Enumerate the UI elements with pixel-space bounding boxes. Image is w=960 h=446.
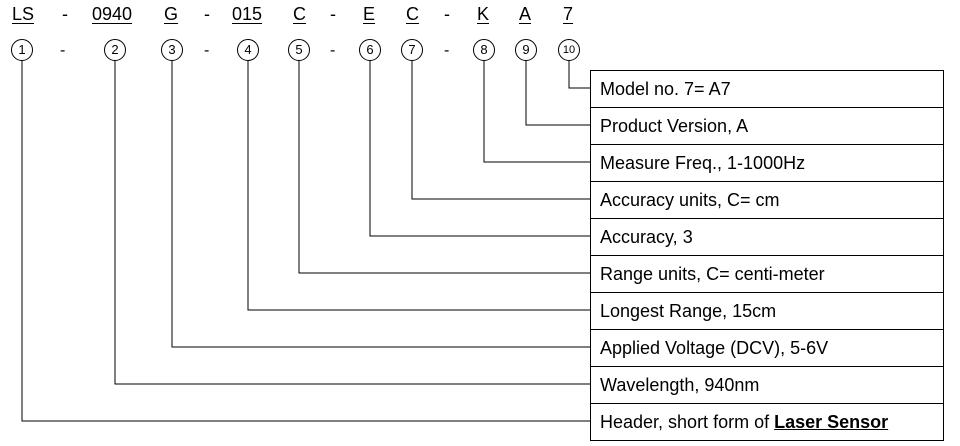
description-row-model: Model no. 7= A7: [590, 70, 944, 108]
code-segment-accuracy: E: [363, 4, 376, 24]
leader-line-6: [369, 61, 590, 237]
code-separator: -: [444, 4, 450, 24]
leader-line-10: [568, 61, 590, 89]
number-separator: -: [444, 42, 450, 59]
position-number: 5: [288, 39, 310, 61]
code-separator: -: [204, 4, 210, 24]
description-row-wavelength: Wavelength, 940nm: [590, 366, 944, 404]
code-segment-model: 7: [563, 4, 574, 24]
leader-line-5: [298, 61, 590, 274]
position-number: 9: [515, 39, 537, 61]
description-table: Model no. 7= A7 Product Version, A Measu…: [590, 70, 944, 441]
code-separator: -: [62, 4, 68, 24]
description-text: Accuracy units, C= cm: [600, 189, 780, 210]
leader-line-8: [483, 61, 590, 163]
description-text: Measure Freq., 1-1000Hz: [600, 152, 806, 173]
description-row-version: Product Version, A: [590, 107, 944, 145]
leader-line-1: [21, 61, 590, 422]
description-row-header: Header, short form of Laser Sensor: [590, 403, 944, 441]
description-row-voltage: Applied Voltage (DCV), 5-6V: [590, 329, 944, 367]
position-number: 2: [104, 39, 126, 61]
description-text: Applied Voltage (DCV), 5-6V: [600, 337, 829, 358]
description-text: Model no. 7= A7: [600, 78, 731, 99]
description-row-accuracy-units: Accuracy units, C= cm: [590, 181, 944, 219]
description-text: Wavelength, 940nm: [600, 374, 760, 395]
description-text: Accuracy, 3: [600, 226, 693, 247]
description-prefix: Header, short form of: [600, 411, 775, 432]
leader-line-4: [247, 61, 590, 311]
leader-line-2: [114, 61, 590, 385]
description-text: Product Version, A: [600, 115, 749, 136]
code-segment-version: A: [519, 4, 532, 24]
leader-line-3: [171, 61, 590, 348]
code-segment-ls: LS: [12, 4, 35, 24]
code-segment-range-units: C: [293, 4, 306, 24]
description-emphasis: Laser Sensor: [774, 411, 889, 432]
leader-line-7: [411, 61, 590, 200]
position-number: 3: [161, 39, 183, 61]
number-separator: -: [204, 42, 210, 59]
code-segment-freq: K: [477, 4, 490, 24]
description-row-accuracy: Accuracy, 3: [590, 218, 944, 256]
description-text: Header, short form of Laser Sensor: [591, 404, 944, 441]
position-number: 7: [401, 39, 423, 61]
position-number: 1: [11, 39, 33, 61]
code-segment-wavelength: 0940: [92, 4, 133, 24]
position-number: 8: [473, 39, 495, 61]
number-separator: -: [60, 42, 66, 59]
description-text: Longest Range, 15cm: [600, 300, 777, 321]
code-segment-range: 015: [232, 4, 263, 24]
description-text: Range units, C= centi-meter: [600, 263, 825, 284]
position-number: 10: [558, 39, 580, 61]
code-segment-voltage: G: [164, 4, 179, 24]
code-segment-accuracy-units: C: [406, 4, 419, 24]
position-number: 4: [237, 39, 259, 61]
position-number: 6: [359, 39, 381, 61]
code-separator: -: [330, 4, 336, 24]
leader-line-9: [525, 61, 590, 126]
description-row-range: Longest Range, 15cm: [590, 292, 944, 330]
number-separator: -: [330, 42, 336, 59]
description-row-range-units: Range units, C= centi-meter: [590, 255, 944, 293]
description-row-freq: Measure Freq., 1-1000Hz: [590, 144, 944, 182]
